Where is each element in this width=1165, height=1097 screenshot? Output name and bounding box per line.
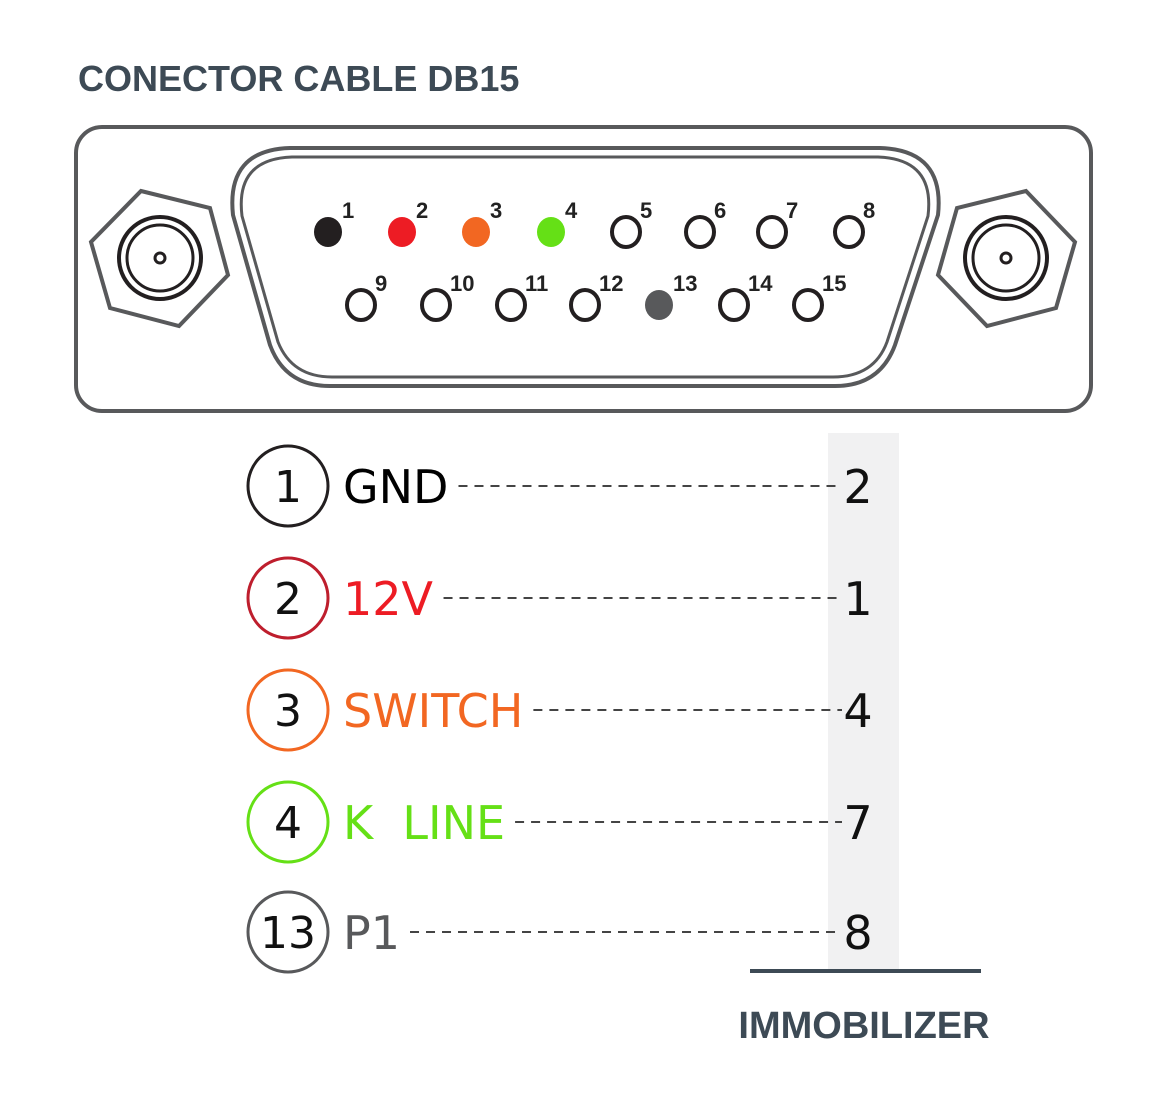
immobilizer-pin-number: 8 — [843, 906, 872, 960]
immobilizer-pin-number: 2 — [843, 460, 872, 514]
pin-number: 3 — [490, 198, 502, 223]
signal-label: SWITCH — [343, 684, 523, 738]
pin-number: 10 — [450, 271, 474, 296]
hex-nut-icon — [935, 188, 1078, 329]
pin-number: 1 — [342, 198, 354, 223]
pin-hole-icon — [345, 288, 377, 322]
pin-hole-icon — [610, 215, 642, 249]
pin-hole-icon — [495, 288, 527, 322]
pin-2: 2 — [388, 198, 428, 247]
pin-9: 9 — [345, 271, 387, 322]
pin-badge-circle — [246, 556, 330, 640]
signal-label: 12V — [343, 572, 434, 626]
pin-number: 14 — [748, 271, 773, 296]
connection-row: 3 SWITCH 4 — [246, 668, 873, 752]
pin-11: 11 — [495, 271, 548, 322]
pin-hole-icon — [684, 215, 716, 249]
pin-6: 6 — [684, 198, 726, 249]
immobilizer-pin-number: 1 — [843, 572, 872, 626]
immobilizer-label: IMMOBILIZER — [738, 1005, 989, 1047]
pin-number: 8 — [863, 198, 875, 223]
pin-badge-circle — [246, 444, 330, 528]
pin-hole-icon — [792, 288, 824, 322]
pin-number: 13 — [673, 271, 697, 296]
pin-number: 2 — [416, 198, 428, 223]
pin-number: 11 — [525, 271, 548, 296]
pin-3: 3 — [462, 198, 502, 247]
diagram-title: CONECTOR CABLE DB15 — [78, 58, 519, 99]
pin-1: 1 — [314, 198, 354, 247]
connection-row: 1 GND 2 — [246, 444, 873, 528]
screw-ring-inner-icon — [971, 223, 1041, 293]
pin-hole-icon — [314, 217, 342, 247]
pin-number: 9 — [375, 271, 387, 296]
pin-hole-icon — [569, 288, 601, 322]
pin-badge-number: 2 — [274, 574, 302, 625]
immobilizer-pin-number: 7 — [843, 796, 872, 850]
pin-hole-icon — [756, 215, 788, 249]
screw-ring-icon — [963, 215, 1049, 301]
pin-7: 7 — [756, 198, 798, 249]
screw-ring-inner-icon — [125, 223, 195, 293]
signal-label: GND — [343, 460, 448, 514]
pin-hole-icon — [420, 288, 452, 322]
pin-hole-icon — [388, 217, 416, 247]
connection-row: 4 K LINE 7 — [246, 780, 873, 864]
pin-number: 12 — [599, 271, 623, 296]
connector-shell-inner — [239, 155, 931, 379]
pin-badge-number: 1 — [274, 462, 302, 513]
pin-number: 15 — [822, 271, 846, 296]
pin-number: 4 — [565, 198, 578, 223]
pin-number: 7 — [786, 198, 798, 223]
hex-nut-icon — [88, 188, 231, 329]
immobilizer-pin-number: 4 — [843, 684, 872, 738]
screw-hole-icon — [999, 251, 1013, 265]
screw-hole-icon — [153, 251, 167, 265]
immobilizer-column — [828, 433, 899, 970]
pin-5: 5 — [610, 198, 652, 249]
right-mounting-screw — [935, 188, 1078, 329]
pin-badge-circle — [246, 890, 330, 974]
signal-label: P1 — [343, 906, 400, 960]
connection-row: 2 12V 1 — [246, 556, 873, 640]
connector-housing — [74, 125, 1093, 413]
pin-badge-number: 3 — [274, 686, 302, 737]
signal-label: K LINE — [343, 796, 505, 850]
pin-hole-icon — [537, 217, 565, 247]
pin-15: 15 — [792, 271, 846, 322]
pin-badge-number: 4 — [274, 798, 302, 849]
pin-12: 12 — [569, 271, 623, 322]
pin-4: 4 — [537, 198, 578, 247]
pin-hole-icon — [462, 217, 490, 247]
pin-13: 13 — [645, 271, 697, 320]
pin-hole-icon — [645, 290, 673, 320]
pin-10: 10 — [420, 271, 474, 322]
screw-ring-icon — [117, 215, 203, 301]
pin-number: 6 — [714, 198, 726, 223]
connector-shell-outer — [230, 146, 941, 388]
pin-hole-icon — [718, 288, 750, 322]
connection-row: 13 P1 8 — [246, 890, 873, 974]
pin-8: 8 — [833, 198, 875, 249]
pin-badge-circle — [246, 780, 330, 864]
left-mounting-screw — [88, 188, 231, 329]
pin-badge-circle — [246, 668, 330, 752]
pin-badge-number: 13 — [260, 908, 316, 959]
pin-14: 14 — [718, 271, 773, 322]
pin-number: 5 — [640, 198, 652, 223]
pin-hole-icon — [833, 215, 865, 249]
